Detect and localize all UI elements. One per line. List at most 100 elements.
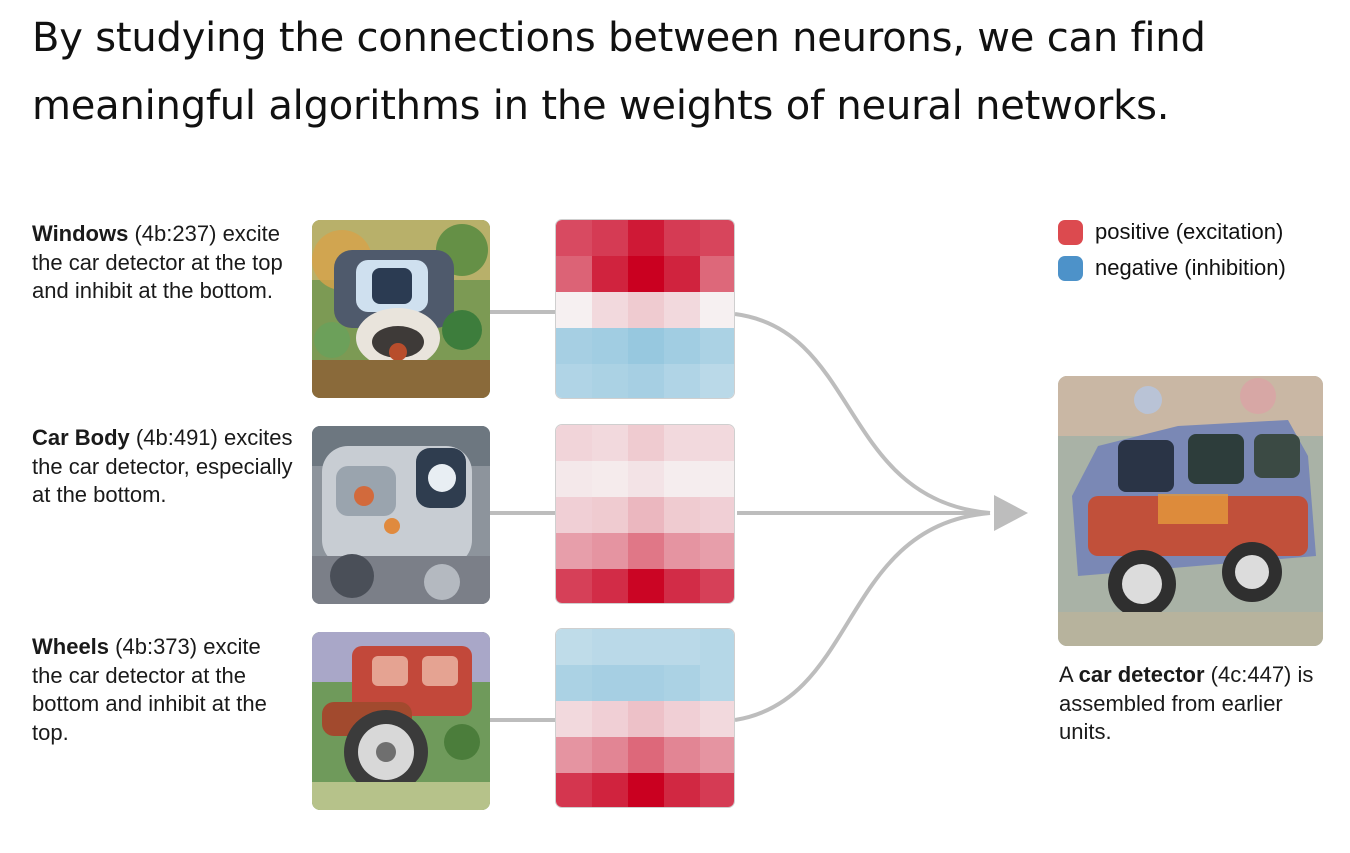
weight-cell [556, 665, 593, 702]
weight-cell [592, 569, 629, 603]
weight-cell [664, 701, 701, 738]
weight-cell [628, 425, 665, 462]
weight-cell [664, 569, 701, 603]
weight-cell [664, 773, 701, 807]
wheels-connection-curve [734, 511, 991, 722]
weight-cell [628, 701, 665, 738]
car-detector-name: car detector [1078, 662, 1205, 687]
weight-cell [592, 220, 629, 257]
weight-cell [664, 220, 701, 257]
weight-cell [556, 737, 593, 774]
weight-cell [700, 773, 734, 807]
carbody-name: Car Body [32, 425, 130, 450]
weight-cell [664, 497, 701, 534]
weight-cell [700, 533, 734, 570]
weight-cell [664, 533, 701, 570]
weight-cell [700, 629, 734, 666]
weight-cells [556, 220, 734, 398]
windows-text: excite the car detector at the top and i… [32, 221, 283, 303]
weight-cell [628, 533, 665, 570]
weight-cells [556, 425, 734, 603]
negative-label: negative (inhibition) [1095, 255, 1286, 280]
weight-cell [700, 701, 734, 738]
windows-unit-id: (4b:237) [134, 221, 217, 246]
weight-cell [700, 737, 734, 774]
weight-cell [628, 256, 665, 293]
weight-cell [556, 292, 593, 329]
weight-cell [700, 292, 734, 329]
weight-cell [592, 497, 629, 534]
wheels-visualization-image [312, 632, 490, 810]
weight-cell [700, 461, 734, 498]
wheels-text: excite the car detector at the bottom an… [32, 634, 267, 745]
weight-cell [556, 461, 593, 498]
weight-cell [592, 364, 629, 398]
weight-cell [556, 256, 593, 293]
headline: By studying the connections between neur… [32, 15, 1206, 129]
positive-label: positive (excitation) [1095, 219, 1284, 244]
weight-cell [664, 425, 701, 462]
weight-cell [700, 665, 734, 702]
arrow-head [994, 495, 1028, 531]
carbody-weight-grid [555, 424, 735, 604]
weight-cell [700, 569, 734, 603]
wheels-name: Wheels [32, 634, 110, 659]
weight-cell [628, 629, 665, 666]
carbody-description: Car Body (4b:491) excites the car detect… [32, 424, 294, 510]
negative-swatch [1058, 256, 1083, 281]
carbody-text: excites the car detector, especially at … [32, 425, 293, 507]
windows-weight-grid [555, 219, 735, 399]
caption-prefix: A [1059, 662, 1073, 687]
wheels-description: Wheels (4b:373) excite the car detector … [32, 633, 294, 747]
weight-cell [556, 569, 593, 603]
windows-connection-curve [734, 312, 991, 515]
weight-cell [664, 461, 701, 498]
weight-cell [592, 629, 629, 666]
weight-cell [700, 220, 734, 257]
weight-cell [628, 773, 665, 807]
weight-cell [592, 737, 629, 774]
weight-cell [664, 256, 701, 293]
positive-swatch [1058, 220, 1083, 245]
weight-cell [664, 292, 701, 329]
weight-cell [664, 328, 701, 365]
weight-cell [556, 364, 593, 398]
weight-cell [664, 665, 701, 702]
weight-cell [556, 220, 593, 257]
wheels-weight-grid [555, 628, 735, 808]
weight-cell [628, 737, 665, 774]
weight-cell [628, 328, 665, 365]
carbody-unit-id: (4b:491) [135, 425, 218, 450]
car-detector-visualization-image [1058, 376, 1323, 646]
weight-cell [592, 292, 629, 329]
weight-cell [700, 364, 734, 398]
weight-cell [664, 629, 701, 666]
weight-cell [700, 256, 734, 293]
windows-description: Windows (4b:237) excite the car detector… [32, 220, 294, 306]
weight-cell [556, 328, 593, 365]
car-detector-text: is assembled from earlier units. [1059, 662, 1314, 744]
weight-cell [628, 292, 665, 329]
weight-cell [628, 364, 665, 398]
weight-cell [592, 461, 629, 498]
weight-cell [592, 425, 629, 462]
weight-cell [556, 773, 593, 807]
windows-name: Windows [32, 221, 129, 246]
weight-cell [556, 701, 593, 738]
weight-cell [592, 533, 629, 570]
weight-cell [556, 533, 593, 570]
carbody-visualization-image [312, 426, 490, 604]
weight-cell [556, 425, 593, 462]
weight-cell [700, 497, 734, 534]
weight-cell [592, 701, 629, 738]
weight-cell [628, 461, 665, 498]
car-detector-caption: A car detector (4c:447) is assembled fro… [1059, 661, 1329, 747]
weight-cell [592, 665, 629, 702]
weight-cell [628, 220, 665, 257]
weight-cell [628, 569, 665, 603]
weight-cell [700, 328, 734, 365]
weight-cell [556, 629, 593, 666]
weight-cell [628, 665, 665, 702]
weight-cell [700, 425, 734, 462]
